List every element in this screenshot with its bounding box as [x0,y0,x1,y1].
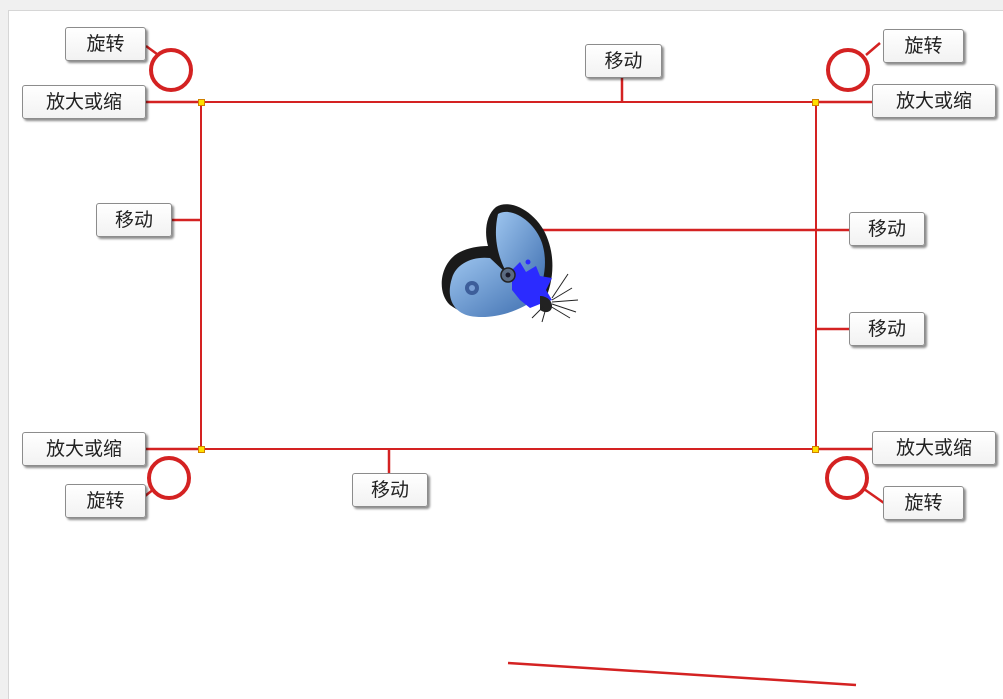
scale-handle-icon[interactable] [198,99,205,106]
pivot-point-icon[interactable] [500,267,516,283]
rotate-circle-icon[interactable] [825,456,869,500]
butterfly-icon[interactable] [441,204,579,323]
callout-scale-top-right: 放大或缩 [872,84,996,118]
stray-line [507,661,857,687]
connector-lines [144,42,885,687]
callout-scale-top-left: 放大或缩 [22,85,146,119]
callout-scale-bottom-right: 放大或缩 [872,431,996,465]
callout-rotate-bottom-left: 旋转 [65,484,146,518]
callout-scale-bottom-left: 放大或缩 [22,432,146,466]
bounding-box[interactable] [200,101,817,450]
callout-rotate-top-left: 旋转 [65,27,146,61]
rotate-circle-icon[interactable] [826,48,870,92]
callout-rotate-top-right: 旋转 [883,29,964,63]
callout-move-pivot: 移动 [849,212,925,246]
connector-rotate-bottom-right [863,487,885,505]
connector-rotate-top-right [865,42,881,56]
drawing-canvas [8,10,1003,699]
callout-move-right: 移动 [849,312,925,346]
scale-handle-icon[interactable] [198,446,205,453]
rotate-circle-icon[interactable] [147,456,191,500]
callout-move-bottom: 移动 [352,473,428,507]
rotate-circle-icon[interactable] [149,48,193,92]
scale-handle-icon[interactable] [812,99,819,106]
connector-rotate-top-left [145,44,158,56]
callout-move-left: 移动 [96,203,172,237]
scale-handle-icon[interactable] [812,446,819,453]
callout-rotate-bottom-right: 旋转 [883,486,964,520]
callout-move-top: 移动 [585,44,662,78]
